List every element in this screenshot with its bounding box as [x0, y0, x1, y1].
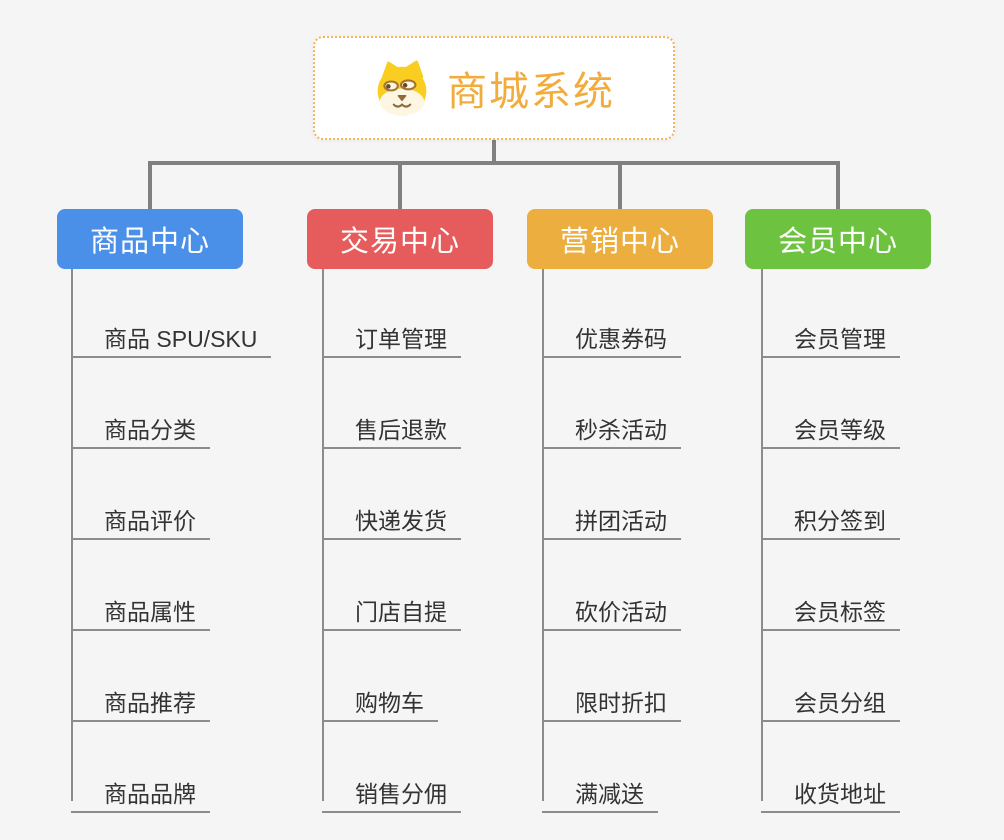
- leaf-node[interactable]: 会员分组: [761, 684, 900, 722]
- leaf-node[interactable]: 门店自提: [322, 593, 461, 631]
- leaf-node[interactable]: 订单管理: [322, 320, 461, 358]
- branch-trunk: [761, 269, 763, 801]
- leaf-node[interactable]: 积分签到: [761, 502, 900, 540]
- leaf-node[interactable]: 商品分类: [71, 411, 210, 449]
- leaf-node[interactable]: 商品品牌: [71, 775, 210, 813]
- doge-icon: [377, 60, 427, 116]
- leaf-node[interactable]: 优惠券码: [542, 320, 681, 358]
- leaf-node[interactable]: 商品属性: [71, 593, 210, 631]
- branch-leaves: 订单管理 售后退款 快递发货 门店自提 购物车 销售分佣: [322, 320, 461, 813]
- leaf-node[interactable]: 商品 SPU/SKU: [71, 320, 272, 358]
- leaf-node[interactable]: 商品推荐: [71, 684, 210, 722]
- branch-trunk: [71, 269, 73, 801]
- root-node[interactable]: 商城系统: [313, 36, 675, 140]
- leaf-node[interactable]: 限时折扣: [542, 684, 681, 722]
- leaf-node[interactable]: 销售分佣: [322, 775, 461, 813]
- branch-node-marketing-center[interactable]: 营销中心: [527, 209, 713, 269]
- leaf-node[interactable]: 拼团活动: [542, 502, 681, 540]
- root-title: 商城系统: [447, 70, 615, 114]
- branch-node-trade-center[interactable]: 交易中心: [307, 209, 493, 269]
- leaf-node[interactable]: 购物车: [322, 684, 438, 722]
- leaf-node[interactable]: 收货地址: [761, 775, 900, 813]
- branch-node-product-center[interactable]: 商品中心: [57, 209, 243, 269]
- leaf-node[interactable]: 满减送: [542, 775, 658, 813]
- leaf-node[interactable]: 砍价活动: [542, 593, 681, 631]
- branch-leaves: 优惠券码 秒杀活动 拼团活动 砍价活动 限时折扣 满减送: [542, 320, 681, 813]
- leaf-node[interactable]: 会员管理: [761, 320, 900, 358]
- leaf-node[interactable]: 售后退款: [322, 411, 461, 449]
- leaf-node[interactable]: 快递发货: [322, 502, 461, 540]
- branch-leaves: 商品 SPU/SKU 商品分类 商品评价 商品属性 商品推荐 商品品牌: [71, 320, 272, 813]
- leaf-node[interactable]: 秒杀活动: [542, 411, 681, 449]
- leaf-node[interactable]: 商品评价: [71, 502, 210, 540]
- branch-leaves: 会员管理 会员等级 积分签到 会员标签 会员分组 收货地址: [761, 320, 900, 813]
- leaf-node[interactable]: 会员标签: [761, 593, 900, 631]
- branch-node-member-center[interactable]: 会员中心: [745, 209, 931, 269]
- branch-trunk: [542, 269, 544, 801]
- branch-trunk: [322, 269, 324, 801]
- leaf-node[interactable]: 会员等级: [761, 411, 900, 449]
